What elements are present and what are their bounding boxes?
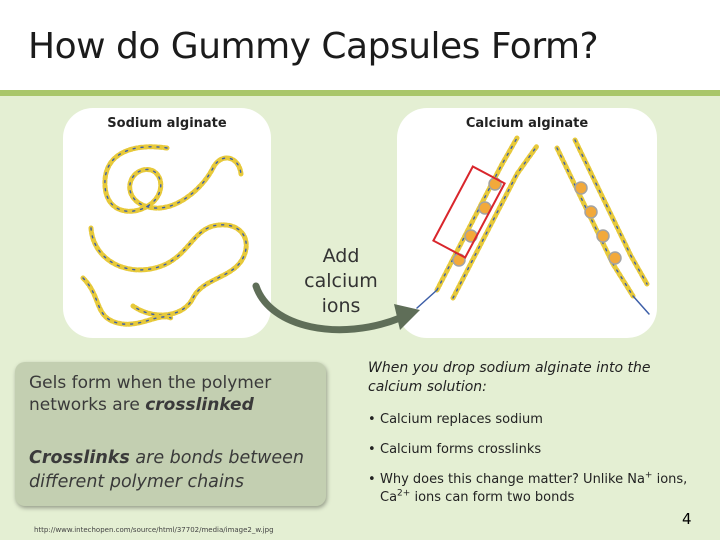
gels-form-text-main: Gels form when the polymer networks are [29,373,272,415]
bullet-dot: • [368,412,376,427]
calcium-alginate-label: Calcium alginate [465,116,589,131]
bullet-3-text-c: ions can form two bonds [410,490,575,505]
ca-charge-superscript: 2+ [397,488,411,499]
sodium-alginate-chains-illustration [80,144,249,327]
add-calcium-ions-label: Add calcium ions [296,244,386,319]
crosslink-definition-box: Gels form when the polymer networks are … [15,362,326,506]
title-divider [0,90,720,96]
sodium-alginate-panel: Sodium alginate [63,108,271,338]
bullet-calcium-replaces-sodium: • Calcium replaces sodium [368,411,708,429]
bullet-3-text-a: Why does this change matter? Unlike Na [380,472,645,487]
slide-content: Sodium alginate Calcium alginate [0,96,720,540]
bullet-2-text: Calcium forms crosslinks [380,442,542,457]
calcium-alginate-panel: Calcium alginate [397,108,657,338]
na-charge-superscript: + [644,470,653,481]
crosslinks-emphasis: Crosslinks [29,448,130,468]
explanation-intro: When you drop sodium alginate into the c… [368,360,651,395]
bullet-dot: • [368,472,376,487]
calcium-alginate-crosslink-illustration [416,135,650,315]
add-label-line-2: calcium [304,270,378,292]
slide-title: How do Gummy Capsules Form? [28,26,599,67]
page-number: 4 [682,510,692,528]
crosslinked-emphasis: crosslinked [145,395,254,415]
image-source-url[interactable]: http://www.intechopen.com/source/html/37… [34,526,274,534]
crosslinks-definition-text: Crosslinks are bonds between different p… [29,446,319,494]
bullet-calcium-forms-crosslinks: • Calcium forms crosslinks [368,441,708,459]
explanation-bullets: • Calcium replaces sodium • Calcium forms … [368,411,708,507]
bullet-3-text-b: ions, Ca [380,472,688,505]
sodium-alginate-label: Sodium alginate [107,116,227,131]
bullet-why-change-matters: • Why does this change matter? Unlike Na+… [368,471,708,507]
curved-arrow-icon [252,282,420,334]
slide-header: How do Gummy Capsules Form? [0,0,720,90]
add-label-line-3: ions [321,295,361,317]
gels-form-text: Gels form when the polymer networks are … [29,372,319,416]
explanation-block: When you drop sodium alginate into the c… [368,359,708,507]
crosslinks-definition-rest: are bonds between different polymer chai… [29,448,305,492]
bullet-1-text: Calcium replaces sodium [380,412,543,427]
bullet-dot: • [368,442,376,457]
add-label-line-1: Add [322,245,360,267]
